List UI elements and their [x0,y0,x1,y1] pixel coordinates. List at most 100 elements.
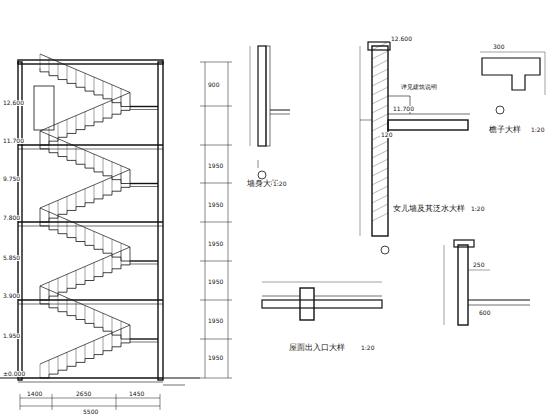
line [258,160,259,168]
dimension-label: 12.600 [390,36,413,42]
line [262,282,382,283]
line [40,325,130,364]
dimension-label: 1.950 [2,333,21,339]
line [130,183,158,184]
line [163,385,185,386]
detail-title: 女儿墙及其泛水大样 [392,205,466,213]
line [468,305,530,306]
dimension-label: 2650 [75,391,92,397]
detail-marker [381,246,389,254]
outline [388,120,468,130]
line [103,104,104,118]
line [40,364,41,378]
line [49,127,50,141]
line [112,239,113,253]
outline [158,62,163,380]
line [94,263,95,277]
line [130,109,158,110]
line [49,282,50,296]
line [121,329,122,343]
line [94,185,95,199]
line [112,162,113,176]
line [40,286,41,300]
detail-title: 檐子大样 [488,126,522,134]
line [116,394,117,410]
line [40,131,130,170]
line [112,100,113,114]
line [200,145,232,146]
outline [372,46,388,236]
line [40,286,130,325]
line [40,54,41,68]
dimension-label: 7.800 [2,215,21,221]
line [67,352,68,366]
line [85,345,86,359]
line [94,77,95,91]
line [67,196,68,210]
line [388,114,470,115]
line [130,170,131,184]
line [130,338,158,339]
line [103,259,104,273]
line [94,309,95,323]
line [200,339,232,340]
dimension-label: 1950 [207,241,224,247]
line [85,112,86,126]
dimension-label: 1950 [207,279,224,285]
line [20,394,21,410]
line [468,270,490,271]
dimension-label: 600 [478,310,491,316]
line [40,131,41,145]
line [228,62,229,378]
line [205,62,206,378]
line [112,255,113,269]
line [103,158,104,172]
line [444,245,445,325]
line [67,143,68,157]
line [130,260,158,261]
line [40,54,130,93]
line [76,69,77,83]
line [130,325,131,339]
line [468,299,530,300]
line [130,325,131,339]
outline [458,245,468,325]
line [200,261,232,262]
line [58,62,59,76]
line [76,146,77,160]
line [112,333,113,347]
dimension-label: 12.600 [2,100,25,106]
dimension-label: 3.900 [2,293,21,299]
line [200,222,232,223]
line [76,224,77,238]
stair-flight [40,107,130,146]
line [200,106,232,107]
outline [266,46,270,146]
line [94,108,95,122]
dimension-label: 11.700 [392,106,415,112]
line [270,110,290,111]
line [112,177,113,191]
line [130,342,158,343]
dimension-label: 1:20 [272,181,287,187]
dimension-label: ±0.000 [2,371,26,377]
dimension-label: 1400 [26,391,43,397]
outline [300,288,314,320]
line [58,278,59,292]
line [49,204,50,218]
detail-title: 屋面出入口大样 [288,344,346,352]
line [314,296,382,297]
dimension-label: 900 [207,82,220,88]
dimension-label: 300 [492,44,505,50]
line [40,286,41,300]
stair-flight [40,184,130,223]
line [163,378,200,379]
line [121,173,122,187]
line [58,200,59,214]
line [85,189,86,203]
line [49,58,50,72]
line [58,356,59,370]
dimension-label: 1950 [207,202,224,208]
line [67,66,68,80]
line [85,267,86,281]
